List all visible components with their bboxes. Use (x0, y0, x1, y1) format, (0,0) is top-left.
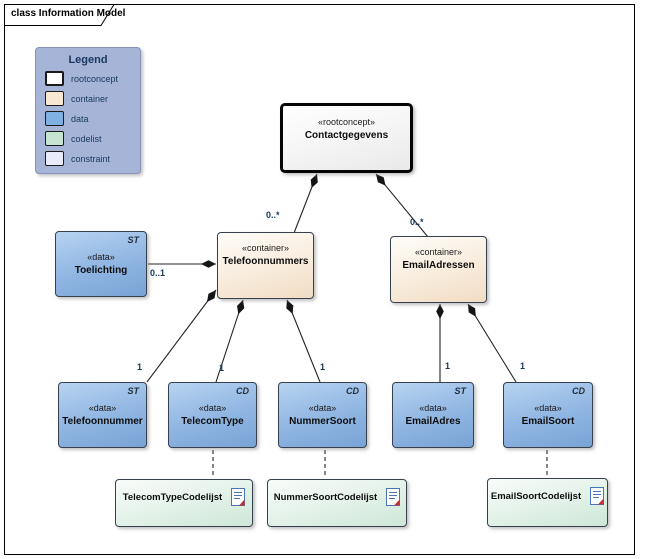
multiplicity-label: 1 (520, 361, 526, 371)
node-name: EmailAdressen (402, 260, 475, 271)
type-marker: ST (127, 386, 139, 396)
stereotype: «data» (87, 252, 115, 262)
node-name: TelecomType (181, 416, 244, 427)
constraint-swatch (45, 151, 64, 166)
rootconcept-swatch (45, 71, 64, 86)
legend-label: constraint (71, 153, 111, 164)
node-telefoonnummers[interactable]: «container» Telefoonnummers (217, 232, 314, 299)
multiplicity-label: 0..* (266, 210, 280, 220)
stereotype: «container» (414, 247, 463, 257)
node-telecomtype[interactable]: CD «data» TelecomType (168, 382, 257, 448)
edge-contact-telefoonnummers[interactable] (293, 173, 318, 234)
legend-item-codelist: codelist (45, 131, 140, 146)
data-swatch (45, 111, 64, 126)
frame-tab (4, 4, 115, 26)
stereotype: «container» (241, 243, 290, 253)
legend-label: data (71, 113, 89, 124)
node-name: EmailSoort (521, 416, 575, 427)
type-marker: CD (236, 386, 249, 396)
node-name: TelecomTypeCodelijst (122, 491, 223, 503)
type-marker: ST (454, 386, 466, 396)
node-name: Telefoonnummers (222, 256, 309, 267)
container-swatch (45, 91, 64, 106)
legend-label: rootconcept (71, 73, 119, 84)
legend-title: Legend (68, 54, 108, 66)
node-contactgegevens[interactable]: «rootconcept» Contactgegevens (280, 103, 413, 173)
diagram-title: class Information Model (11, 8, 126, 19)
multiplicity-label: 1 (137, 362, 143, 372)
edge-telefoonnummers-telecomtype[interactable] (215, 299, 245, 383)
document-icon (590, 487, 605, 505)
node-emailadressen[interactable]: «container» EmailAdressen (390, 236, 487, 303)
stereotype: «rootconcept» (317, 117, 376, 127)
type-marker: ST (127, 235, 139, 245)
edge-emailadressen-emailsoort[interactable] (467, 303, 517, 383)
node-toelichting[interactable]: ST «data» Toelichting (55, 231, 147, 297)
document-icon (231, 488, 246, 506)
node-emailadres[interactable]: ST «data» EmailAdres (392, 382, 474, 448)
node-emailsoort[interactable]: CD «data» EmailSoort (503, 382, 593, 448)
codelist-swatch (45, 131, 64, 146)
node-telefoonnummer[interactable]: ST «data» Telefoonnummer (58, 382, 147, 448)
node-name: Telefoonnummer (62, 416, 143, 427)
multiplicity-label: 1 (219, 363, 225, 373)
stereotype: «data» (198, 403, 227, 413)
multiplicity-label: 1 (445, 361, 451, 371)
node-name: EmailSoortCodelijst (490, 490, 582, 502)
type-marker: CD (572, 386, 585, 396)
node-name: Toelichting (74, 265, 128, 276)
legend-item-data: data (45, 111, 140, 126)
legend-label: codelist (71, 133, 102, 144)
document-icon (386, 488, 401, 506)
stereotype: «data» (308, 403, 337, 413)
edge-telefoonnummers-nummersoort[interactable] (286, 299, 321, 383)
multiplicity-label: 1 (320, 362, 326, 372)
node-name: NummerSoortCodelijst (273, 491, 378, 503)
legend-label: container (71, 93, 109, 104)
multiplicity-label: 0..* (410, 217, 424, 227)
node-emailsoortcodelijst[interactable]: EmailSoortCodelijst (487, 478, 608, 527)
legend-item-constraint: constraint (45, 151, 140, 166)
node-name: Contactgegevens (304, 130, 389, 141)
stereotype: «data» (534, 403, 562, 413)
node-nummersoort[interactable]: CD «data» NummerSoort (278, 382, 367, 448)
stereotype: «data» (419, 403, 447, 413)
node-name: NummerSoort (289, 416, 356, 427)
multiplicity-label: 0..1 (150, 268, 166, 278)
legend-item-container: container (45, 91, 140, 106)
type-marker: CD (346, 386, 359, 396)
node-name: EmailAdres (405, 416, 461, 427)
legend-item-rootconcept: rootconcept (45, 71, 140, 86)
edge-telefoonnummers-telefoonnummer[interactable] (146, 289, 217, 383)
edge-contact-emailadressen[interactable] (375, 173, 429, 238)
node-nummersoortcodelijst[interactable]: NummerSoortCodelijst (267, 479, 407, 527)
stereotype: «data» (88, 403, 117, 413)
legend[interactable]: Legend rootconcept container data codeli… (35, 47, 141, 174)
node-telecomtypecodelijst[interactable]: TelecomTypeCodelijst (115, 479, 253, 527)
